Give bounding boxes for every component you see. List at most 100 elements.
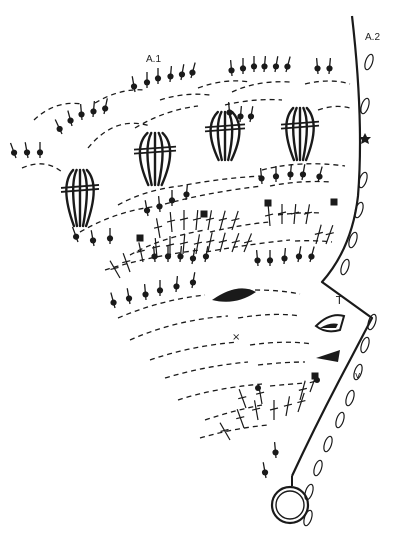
stitch-dot-22 — [326, 65, 333, 72]
chain-oval-3 — [358, 171, 368, 189]
dc-bar-4 — [151, 245, 161, 249]
dc-post-30 — [297, 392, 305, 413]
dc-bar-19 — [264, 213, 274, 217]
stitch-dot-41 — [189, 255, 197, 262]
dc-bar-15 — [192, 217, 202, 221]
dc-bar-5 — [165, 243, 175, 247]
chain-arc-21 — [205, 239, 291, 253]
stitch-dot-37 — [247, 113, 255, 120]
chain-oval-10 — [345, 389, 355, 407]
dc-post-11 — [243, 233, 253, 253]
treble-stroke — [71, 168, 79, 228]
stitch-dot-6 — [78, 111, 85, 118]
chain-oval-2 — [360, 97, 370, 115]
stitch-dot-26 — [183, 191, 190, 198]
stitch-dot-46 — [295, 253, 303, 260]
cross-mark: × — [232, 332, 240, 343]
treble-fans — [60, 106, 320, 228]
stitch-dot-48 — [110, 299, 117, 306]
misc-symbols: Tv× — [136, 133, 371, 525]
treble-stroke — [157, 131, 164, 187]
dc-bar-32 — [255, 391, 265, 395]
dc-post-1 — [109, 260, 121, 279]
dc-bar-28 — [269, 407, 279, 411]
slip-square-5 — [311, 372, 319, 380]
chain-arc-2 — [87, 122, 151, 149]
dc-bar-25 — [220, 428, 229, 433]
dc-post-6 — [182, 234, 186, 255]
dc-post-21 — [293, 204, 297, 225]
chain-oval-8 — [360, 336, 370, 354]
stitch-dot-29 — [287, 171, 294, 178]
stitch-dot-3 — [36, 149, 44, 156]
stitch-dot-13 — [178, 71, 186, 78]
dc-post-22 — [305, 204, 311, 225]
dc-post-25 — [219, 422, 231, 441]
edge-dot — [314, 377, 320, 383]
stitch-dot-33 — [89, 237, 97, 244]
chain-oval-11 — [335, 411, 345, 429]
stitch-dot-9 — [130, 83, 138, 90]
chain-arc-3 — [33, 102, 83, 121]
chain-arc-16 — [269, 180, 333, 187]
stitch-dot-20 — [284, 63, 291, 70]
treble-stroke — [216, 110, 223, 162]
stitch-dot-18 — [261, 63, 268, 70]
dc-post-33 — [299, 380, 306, 401]
stitch-dot-1 — [10, 149, 18, 156]
chain-arc-20 — [104, 249, 201, 271]
stitch-dot-8 — [102, 105, 109, 112]
border-line — [291, 15, 374, 477]
chain-arc-25 — [129, 315, 229, 341]
chain-arc-4 — [94, 89, 146, 104]
dc-post-9 — [219, 232, 226, 253]
dc-post-7 — [195, 234, 201, 255]
chain-oval-12 — [323, 435, 333, 453]
chain-arc-7 — [304, 80, 351, 85]
label-a2: A.2 — [365, 32, 380, 43]
chain-oval-14 — [304, 483, 314, 501]
stitch-dot-2 — [23, 149, 31, 156]
treble-stroke — [160, 131, 172, 187]
dc-bar-29 — [283, 403, 293, 407]
stitch-dot-27 — [258, 175, 265, 182]
stitch-dot-50 — [142, 291, 149, 298]
leaf-wedge-1 — [212, 288, 256, 302]
lone-dot — [255, 385, 261, 391]
stitch-dot-40 — [177, 253, 184, 260]
fan-crossbar — [204, 123, 246, 129]
dc-bar-7 — [193, 241, 203, 245]
dc-bar-14 — [179, 217, 189, 221]
stitch-dot-30 — [299, 171, 307, 178]
chain-arc-33 — [204, 404, 263, 421]
stitch-dot-10 — [143, 79, 151, 86]
stitch-dot-17 — [250, 63, 258, 70]
chain-arc-28 — [249, 341, 313, 346]
chain-arc-27 — [149, 341, 239, 361]
chain-oval-9 — [353, 363, 363, 381]
fan-crossbar — [280, 124, 320, 130]
leaf-wedge-4 — [316, 350, 340, 362]
treble-fan-1 — [60, 168, 100, 228]
chain-arc-31 — [177, 383, 263, 401]
chain-arc-18 — [209, 221, 271, 233]
treble-stroke — [84, 168, 95, 228]
stitch-dot-54 — [261, 469, 269, 476]
chain-arc-14 — [79, 205, 161, 233]
stitch-dot-25 — [168, 197, 176, 204]
stitch-dot-53 — [189, 279, 197, 286]
stitch-dot-47 — [308, 253, 315, 260]
stitch-dot-14 — [189, 69, 196, 76]
vee-mark: v — [355, 371, 361, 381]
chain-arc-11 — [197, 80, 251, 89]
dc-post-31 — [238, 389, 247, 409]
dc-post-13 — [169, 212, 173, 233]
chain-arc-19 — [277, 212, 323, 216]
treble-stroke — [230, 110, 241, 162]
treble-fan-2 — [133, 131, 177, 187]
leaf-wedge-2 — [314, 314, 346, 333]
slip-square-3 — [264, 199, 272, 207]
chain-oval-6 — [340, 258, 350, 276]
dc-bar-30 — [297, 399, 306, 404]
